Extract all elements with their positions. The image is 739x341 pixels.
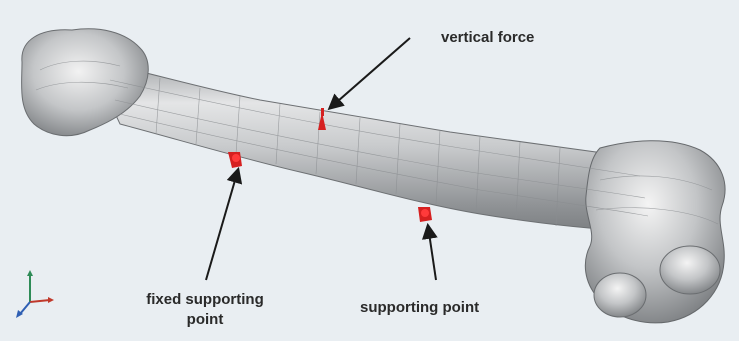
bone-shaft: [90, 60, 650, 232]
vertical-force-arrow: [330, 38, 410, 108]
supporting-point-marker[interactable]: [418, 207, 432, 222]
coordinate-axes-icon: [16, 270, 54, 318]
supporting-point-arrow: [428, 226, 436, 280]
fixed-support-marker[interactable]: [228, 152, 242, 168]
bone-condyle-lower: [594, 273, 646, 317]
fixed-supporting-point-label: fixed supporting point: [130, 290, 280, 330]
supporting-point-label: supporting point: [360, 298, 479, 318]
fixed-support-arrow: [206, 170, 238, 280]
fixed-supporting-point-label-line2: point: [130, 310, 280, 330]
vertical-force-label: vertical force: [441, 28, 534, 48]
fixed-supporting-point-label-line1: fixed supporting: [130, 290, 280, 310]
bone-condyle-right: [660, 246, 720, 294]
